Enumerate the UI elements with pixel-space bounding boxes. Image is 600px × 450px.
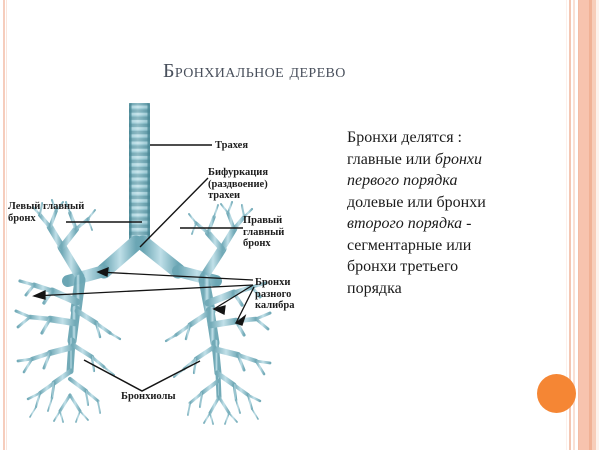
body-line-7: бронхи третьего	[347, 258, 459, 275]
right-border-stripe-3	[573, 0, 575, 450]
callout-leader-lines	[66, 144, 243, 248]
body-line-8: порядка	[347, 279, 402, 297]
right-border-stripe-4	[578, 0, 579, 450]
body-line-5-plain: -	[462, 215, 472, 232]
right-border-stripe-8	[596, 0, 599, 450]
calibre-arrow-upper-left	[96, 266, 254, 281]
label-left-main-bronchus: Левый главный бронх	[8, 201, 85, 224]
calibre-arrow-lower-right	[212, 284, 254, 315]
calibre-arrow-lower-left	[32, 284, 254, 300]
left-bronchial-branches	[14, 199, 122, 423]
label-bifurcation: Бифуркация (раздвоение) трахеи	[208, 167, 269, 201]
bronchioles-pointer	[83, 359, 201, 392]
body-line-2-italic: бронхи	[434, 150, 483, 168]
leader-line-bifurcation	[139, 177, 209, 248]
label-right-main-bronchus: Правый главный бронх	[243, 215, 285, 249]
body-line-1: Бронхи делятся :	[347, 129, 462, 146]
body-line-2-plain: главные или	[347, 150, 435, 168]
body-line-6: сегментарные или	[347, 236, 472, 254]
label-bronchi-different-calibre: Бронхи разного калибра	[255, 277, 295, 311]
label-bronchioles: Бронхиолы	[121, 391, 176, 402]
body-line-5-italic: второго порядка	[347, 215, 463, 232]
body-text-block: Бронхи делятся : главные или бронхи перв…	[347, 127, 547, 299]
page-title: Бронхиальное дерево	[163, 60, 346, 82]
right-border-stripe-7	[592, 0, 596, 450]
orange-accent-circle	[537, 374, 576, 413]
main-bronchi-shape	[62, 235, 222, 287]
trachea-shape	[129, 103, 150, 247]
body-line-4: долевые или бронхи	[347, 193, 486, 211]
right-border-stripe-6	[589, 0, 592, 450]
label-trachea: Трахея	[215, 140, 249, 151]
calibre-arrow-cluster	[32, 266, 255, 326]
body-line-3-italic: первого порядка	[347, 172, 458, 189]
right-border-stripe-5	[579, 0, 589, 450]
calibre-arrow-bottom-right	[234, 286, 255, 326]
bronchial-tree-diagram	[0, 95, 340, 425]
